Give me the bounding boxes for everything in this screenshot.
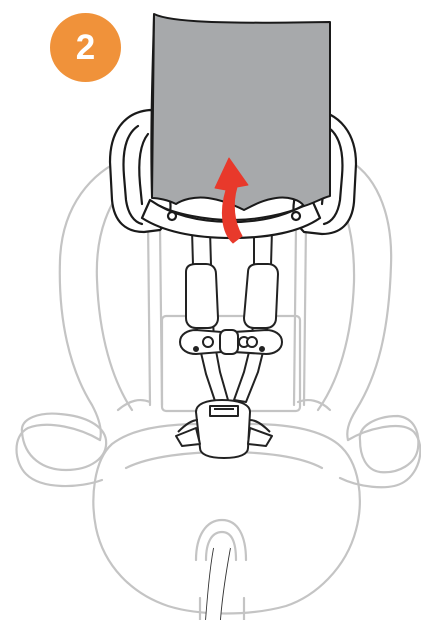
head-insert <box>151 14 330 220</box>
chest-clip <box>180 330 282 354</box>
step-number-badge: 2 <box>50 13 121 82</box>
buckle <box>176 400 272 458</box>
crotch-strap-fill <box>206 548 230 620</box>
